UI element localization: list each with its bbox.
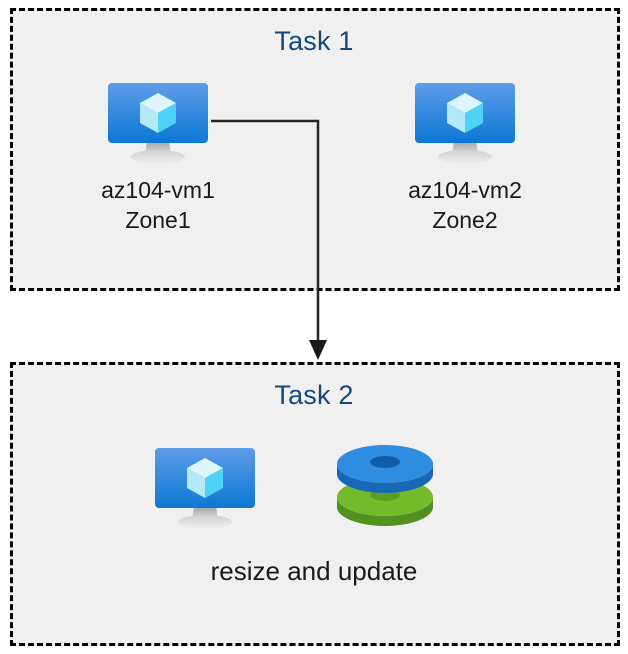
vm2-label-group: az104-vm2 Zone2 [380,175,550,235]
vm1-name-label: az104-vm1 [101,177,215,203]
vm2-node[interactable] [380,78,550,170]
task2-container [10,362,620,646]
vm2-zone-label: Zone2 [432,207,498,233]
virtual-machine-icon [415,83,515,164]
vm1-zone-label: Zone1 [125,207,191,233]
managed-disks-icon [337,445,433,526]
vm2-name-label: az104-vm2 [408,177,522,203]
task2-caption: resize and update [210,556,418,586]
task2-vm-node[interactable] [120,443,290,535]
vm1-label-group: az104-vm1 Zone1 [73,175,243,235]
virtual-machine-icon [108,83,208,164]
managed-disks-node[interactable] [330,440,440,535]
down-arrow-icon [309,340,327,360]
task2-title: Task 2 [274,380,354,410]
vm1-node[interactable] [73,78,243,170]
blue-disk [337,445,433,493]
virtual-machine-icon [155,448,255,529]
task1-title: Task 1 [274,26,354,56]
